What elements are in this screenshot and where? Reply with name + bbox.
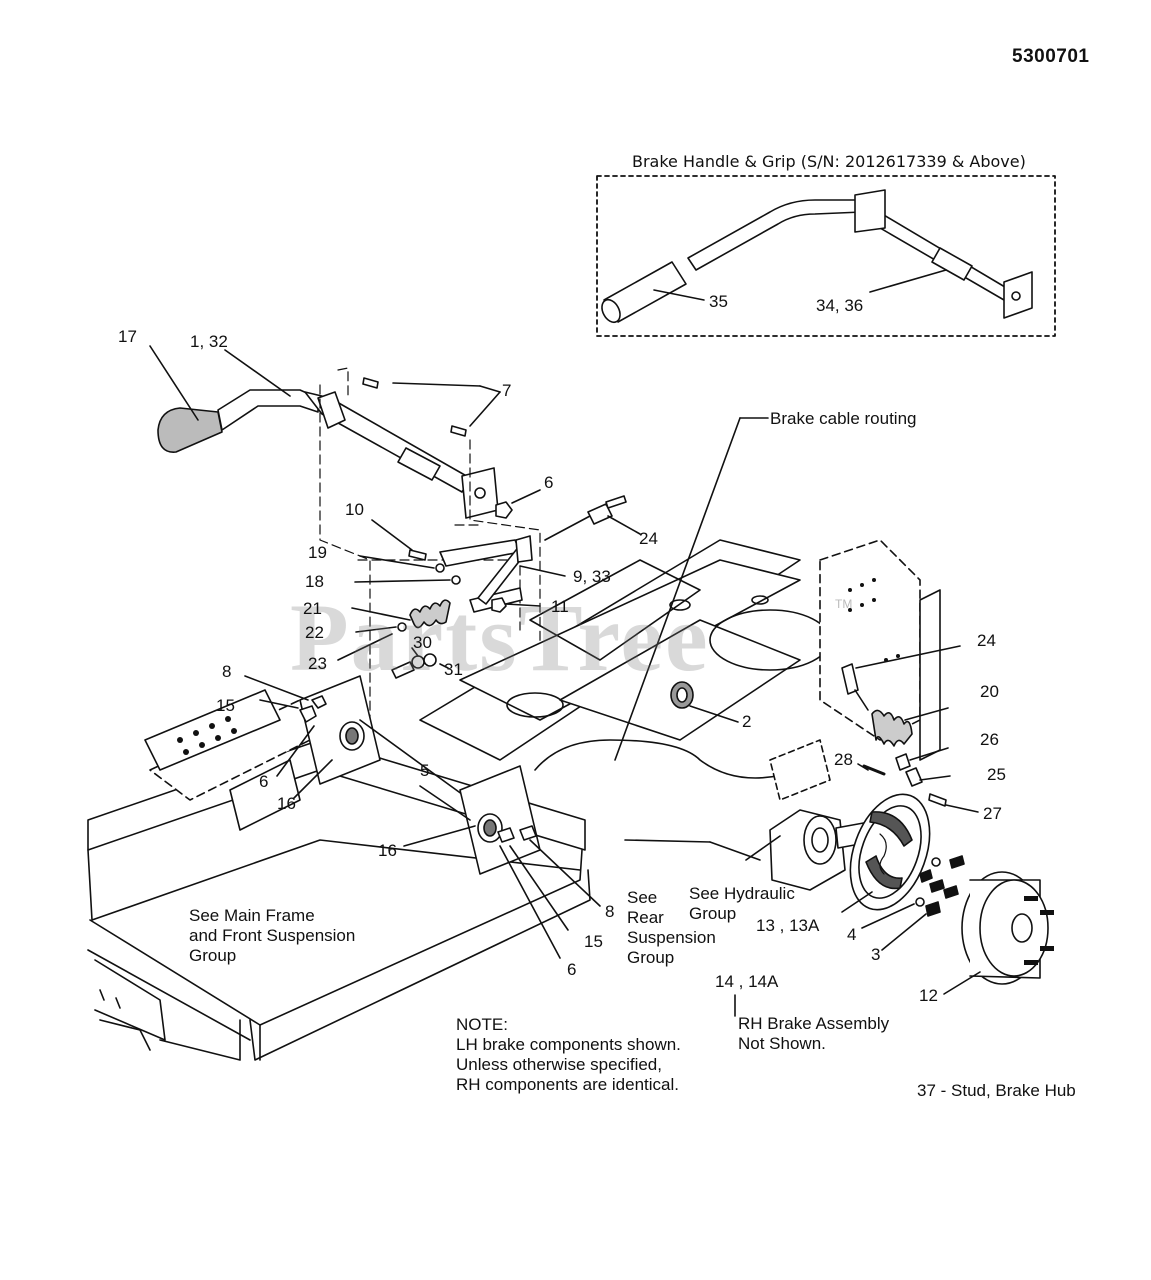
callout-25: 25 <box>987 765 1006 784</box>
rh-brake-line-2: Not Shown. <box>738 1034 826 1053</box>
callout-21: 21 <box>303 599 322 618</box>
see-main-frame-line-3: Group <box>189 946 237 965</box>
nut-6-top <box>495 489 541 519</box>
inset-title: Brake Handle & Grip (S/N: 2012617339 & A… <box>632 152 1026 171</box>
hardware-10-19-18-11 <box>354 519 541 613</box>
callout-24-upper: 24 <box>639 529 658 548</box>
callout-14-14a: 14 , 14A <box>715 972 779 991</box>
callout-28: 28 <box>834 750 853 769</box>
callout-31: 31 <box>444 660 463 679</box>
callout-3: 3 <box>871 945 881 964</box>
pivot-bracket-upper <box>244 675 471 801</box>
callout-20: 20 <box>980 682 999 701</box>
watermark-tm: TM <box>835 597 853 611</box>
callout-1-32: 1, 32 <box>190 332 228 351</box>
spring-20 <box>871 707 949 747</box>
watermark: PartsTree <box>290 584 710 691</box>
see-rear-line-4: Group <box>627 948 675 967</box>
fasteners-4-3 <box>861 855 965 951</box>
callout-13-13a: 13 , 13A <box>756 916 820 935</box>
inset-brake-handle <box>601 189 1033 324</box>
see-rear-line-3: Suspension <box>627 928 716 947</box>
brake-cable-routing-label: Brake cable routing <box>770 409 917 428</box>
see-main-frame-note: See Main Frame and Front Suspension Grou… <box>189 906 355 966</box>
callout-23: 23 <box>308 654 327 673</box>
callout-11: 11 <box>551 597 569 616</box>
inset-border <box>596 175 1056 337</box>
note-line-3: RH components are identical. <box>456 1075 680 1094</box>
misc-leaders <box>149 345 781 861</box>
callout-26: 26 <box>980 730 999 749</box>
lh-note-block: NOTE: LH brake components shown. Unless … <box>456 1015 681 1095</box>
see-main-frame-line-2: and Front Suspension <box>189 926 356 945</box>
note-heading: NOTE: <box>456 1015 508 1034</box>
see-hydraulic-line-1: See Hydraulic <box>689 884 795 903</box>
cable-end-24-lower <box>841 645 961 711</box>
spring-21 <box>337 599 451 661</box>
callout-27: 27 <box>983 804 1002 823</box>
callout-9-33: 9, 33 <box>573 567 611 586</box>
brake-shoe-assembly <box>841 793 931 913</box>
bolts-7 <box>362 377 501 437</box>
callout-12: 12 <box>919 986 938 1005</box>
see-main-frame-line-1: See Main Frame <box>189 906 315 925</box>
callout-18: 18 <box>305 572 324 591</box>
cable-end-24-upper <box>544 495 641 541</box>
callout-17: 17 <box>118 327 137 346</box>
see-rear-line-2: Rear <box>627 908 664 927</box>
hardware-26-25-27-28 <box>857 747 979 813</box>
see-rear-line-1: See <box>627 888 658 907</box>
callout-19: 19 <box>308 543 327 562</box>
callout-16-lower: 16 <box>378 841 397 860</box>
bolt-30-31 <box>391 647 449 679</box>
callout-6-left: 6 <box>259 772 269 791</box>
callout-16-upper: 16 <box>277 794 296 813</box>
inset-label-34-36: 34, 36 <box>816 296 864 315</box>
callout-22: 22 <box>305 623 324 642</box>
callout-8-lower: 8 <box>605 902 615 921</box>
callout-7: 7 <box>502 381 512 400</box>
rear-frame <box>419 539 941 761</box>
rh-brake-note: RH Brake Assembly Not Shown. <box>738 1014 889 1054</box>
callout-15-left: 15 <box>216 696 235 715</box>
see-rear-suspension-note: See Rear Suspension Group <box>627 888 716 968</box>
callout-5: 5 <box>420 761 430 780</box>
note-line-2: Unless otherwise specified, <box>456 1055 662 1074</box>
note-line-1: LH brake components shown. <box>456 1035 681 1054</box>
callout-8-left: 8 <box>222 662 232 681</box>
lh-brake-handle <box>157 389 499 519</box>
brake-drum <box>943 871 1054 995</box>
stud-brake-hub-note: 37 - Stud, Brake Hub <box>917 1081 1076 1100</box>
pivot-bracket-lower <box>403 765 601 959</box>
callout-6-top: 6 <box>544 473 554 492</box>
callout-10: 10 <box>345 500 364 519</box>
rh-brake-line-1: RH Brake Assembly <box>738 1014 890 1033</box>
callout-24-lower: 24 <box>977 631 996 650</box>
callout-30: 30 <box>413 633 432 652</box>
callout-15-lower: 15 <box>584 932 603 951</box>
see-hydraulic-line-2: Group <box>689 904 737 923</box>
see-hydraulic-note: See Hydraulic Group <box>689 884 795 924</box>
brake-cable <box>534 417 801 861</box>
callout-6-lower: 6 <box>567 960 577 979</box>
inset-label-35: 35 <box>709 292 728 311</box>
callout-4: 4 <box>847 925 857 944</box>
diagram-code: 5300701 <box>1012 46 1090 67</box>
callout-2: 2 <box>742 712 752 731</box>
